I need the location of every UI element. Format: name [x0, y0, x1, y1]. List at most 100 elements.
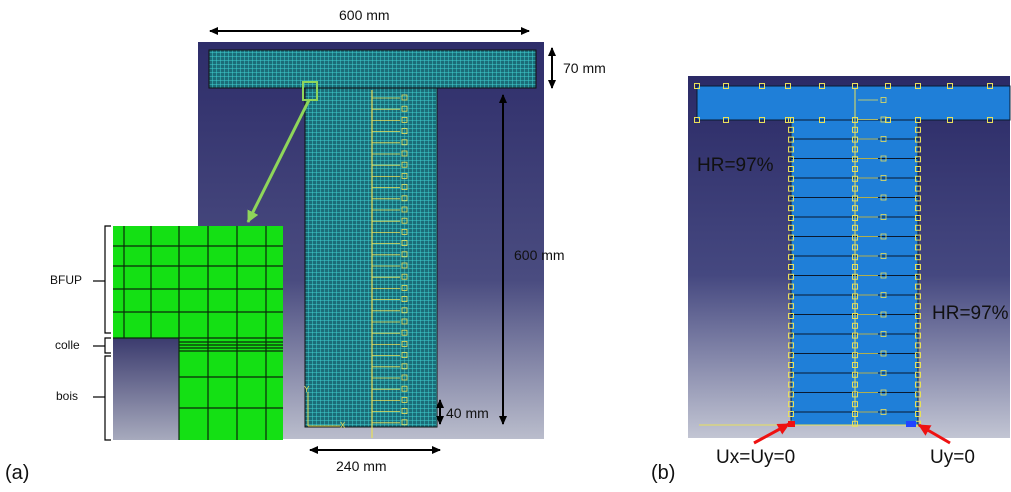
load-symbol [372, 251, 408, 258]
mesh-node [915, 195, 921, 202]
mesh-node [915, 166, 921, 172]
mesh-node [915, 342, 921, 349]
mesh-node [915, 117, 921, 123]
web-height-label: 600 mm [514, 247, 565, 263]
load-symbol [372, 408, 408, 415]
mesh-node [788, 332, 794, 339]
mesh-node [819, 117, 825, 123]
load-symbol [372, 150, 408, 157]
load-symbol [372, 284, 408, 291]
mesh-node [915, 381, 921, 388]
mesh-node [788, 342, 794, 349]
mesh-node [788, 254, 794, 261]
load-symbol [372, 94, 408, 101]
zoom-arrow [246, 99, 311, 223]
mesh-node [915, 391, 921, 398]
mesh-node [915, 313, 921, 319]
web-width-label: 240 mm [336, 458, 387, 474]
load-symbol-b [880, 155, 887, 162]
mesh-node [915, 146, 921, 153]
zoom-label-colle: colle [55, 338, 80, 352]
mesh-node [788, 293, 794, 300]
mesh-node [788, 283, 794, 290]
mesh-node [947, 83, 953, 89]
mesh-node [788, 126, 794, 133]
coordinate-triad: Y X [304, 385, 346, 430]
mesh-node [885, 117, 891, 123]
mesh-node [788, 264, 794, 270]
mesh-node [788, 362, 794, 368]
mesh-node [788, 166, 794, 172]
mesh-node [915, 264, 921, 270]
load-symbol [372, 117, 408, 123]
mesh-node [915, 283, 921, 290]
humidity-left-label: HR=97% [697, 155, 774, 176]
load-symbol-b [880, 194, 887, 201]
flange-mesh [208, 49, 537, 89]
mesh-node [723, 117, 729, 123]
load-symbol [372, 318, 408, 325]
bc-left-arrow [753, 422, 790, 445]
load-symbol-b [880, 409, 887, 415]
bracket-bfup [104, 225, 111, 334]
zoom-label-bfup: BFUP [50, 273, 83, 287]
inset-empty-region [113, 338, 179, 440]
load-symbol [372, 352, 408, 359]
mesh-node [788, 146, 794, 153]
panel-b-model [688, 76, 1011, 445]
mesh-node [885, 83, 891, 89]
mesh-node [915, 332, 921, 339]
mesh-node [915, 293, 921, 300]
load-symbol [372, 206, 408, 213]
panel-b-letter: (b) [651, 462, 676, 484]
load-symbol-b [880, 136, 887, 142]
mesh-node [788, 411, 794, 417]
load-symbol-b [880, 331, 887, 337]
flange-thickness-label: 70 mm [563, 60, 606, 76]
mesh-node [915, 362, 921, 368]
load-symbol [372, 262, 408, 269]
load-symbol [372, 240, 408, 247]
mesh-node [759, 117, 765, 123]
load-symbol [372, 307, 408, 314]
mesh-node [788, 185, 794, 192]
mesh-node [915, 401, 921, 408]
bc-left-label: Ux=Uy=0 [716, 447, 796, 468]
load-symbol-b [880, 272, 887, 279]
load-symbol-b [880, 350, 887, 357]
mesh-node [915, 254, 921, 261]
mesh-node [987, 117, 993, 123]
load-symbol-b [880, 97, 887, 103]
mesh-node [947, 117, 953, 123]
mesh-node [788, 156, 794, 163]
web-mesh [304, 87, 438, 428]
support-pin [788, 421, 795, 427]
load-symbol-b [880, 175, 887, 181]
load-symbol-b [880, 370, 887, 376]
mesh-node [915, 411, 921, 417]
mesh-node [819, 83, 825, 89]
mesh-node [788, 195, 794, 202]
mesh-node [915, 352, 921, 359]
dimension-arrows-a [209, 27, 556, 454]
mesh-node [785, 83, 791, 89]
mesh-node [694, 117, 700, 123]
load-symbol [372, 340, 408, 347]
zoom-marker [302, 81, 318, 101]
bc-right-label: Uy=0 [930, 447, 975, 468]
bottom-band-label: 40 mm [446, 405, 489, 421]
mesh-node [987, 83, 993, 89]
mesh-node [915, 303, 921, 310]
mesh-node [915, 205, 921, 212]
mesh-node [788, 371, 794, 378]
load-symbol [372, 195, 408, 202]
load-symbol [372, 128, 408, 135]
mesh-node [788, 224, 794, 231]
svg-text:X: X [340, 421, 346, 430]
mesh-node [788, 117, 794, 123]
mesh-node [788, 244, 794, 251]
mesh-node [788, 381, 794, 388]
mesh-node [788, 205, 794, 212]
mesh-node [915, 371, 921, 378]
